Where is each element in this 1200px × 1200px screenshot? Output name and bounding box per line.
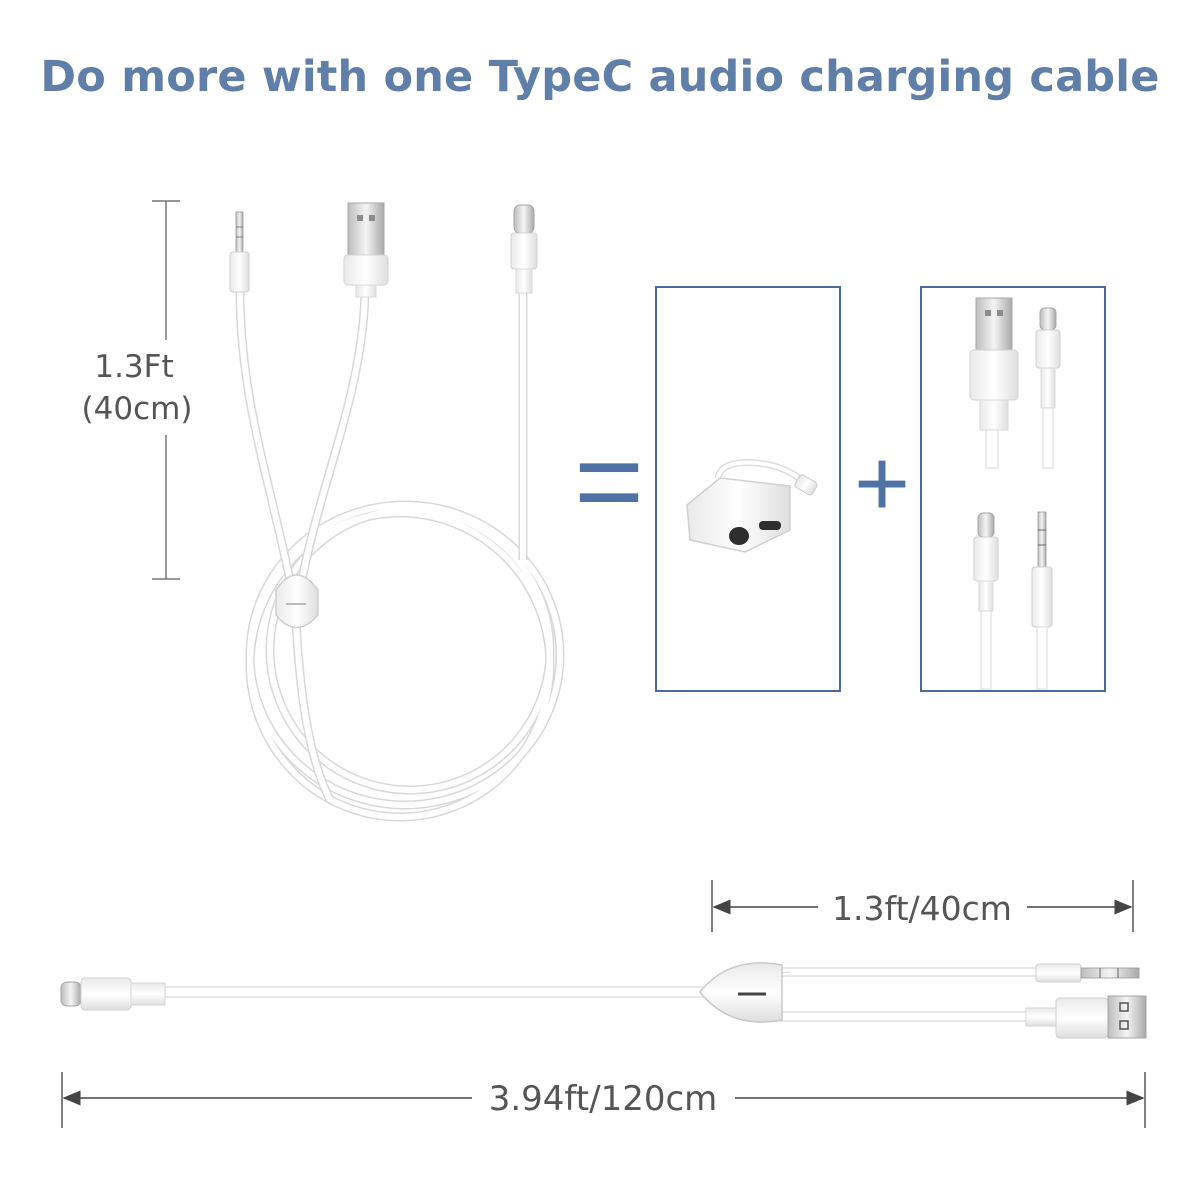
aux-plug-bottom-icon xyxy=(1035,963,1140,983)
plus-sign: + xyxy=(854,430,910,537)
total-length-dimension: 3.94ft/120cm xyxy=(61,1072,1146,1128)
svg-text:+: + xyxy=(854,430,910,537)
vertical-length-cm: (40cm) xyxy=(82,391,193,427)
cables-box xyxy=(920,286,1106,692)
usb-c-connector-icon xyxy=(510,204,538,294)
usb-a-to-c-cable-icon xyxy=(969,297,1061,469)
usb-c-plug-bottom-icon xyxy=(60,977,166,1011)
splitter-bottom-icon xyxy=(699,962,783,1023)
total-length-label: 3.94ft/120cm xyxy=(489,1079,718,1119)
branch-length-dimension: 1.3ft/40cm xyxy=(711,880,1134,932)
usb-a-plug-bottom-icon xyxy=(1025,995,1147,1039)
usb-c-to-aux-cable-icon xyxy=(973,511,1053,690)
page-title: Do more with one TypeC audio charging ca… xyxy=(40,52,1160,102)
equals-sign: = xyxy=(574,414,644,548)
straight-cable-diagram xyxy=(60,962,1147,1039)
coiled-y-cable xyxy=(235,284,565,822)
usb-a-connector-icon xyxy=(343,202,389,298)
branch-length-label: 1.3ft/40cm xyxy=(832,889,1012,928)
aux-3.5mm-plug-icon xyxy=(229,211,250,293)
vertical-length-ft: 1.3Ft xyxy=(94,349,173,385)
audio-adapter-icon xyxy=(686,459,818,553)
vertical-dimension: 1.3Ft (40cm) xyxy=(82,200,193,580)
splitter-icon xyxy=(275,574,319,629)
